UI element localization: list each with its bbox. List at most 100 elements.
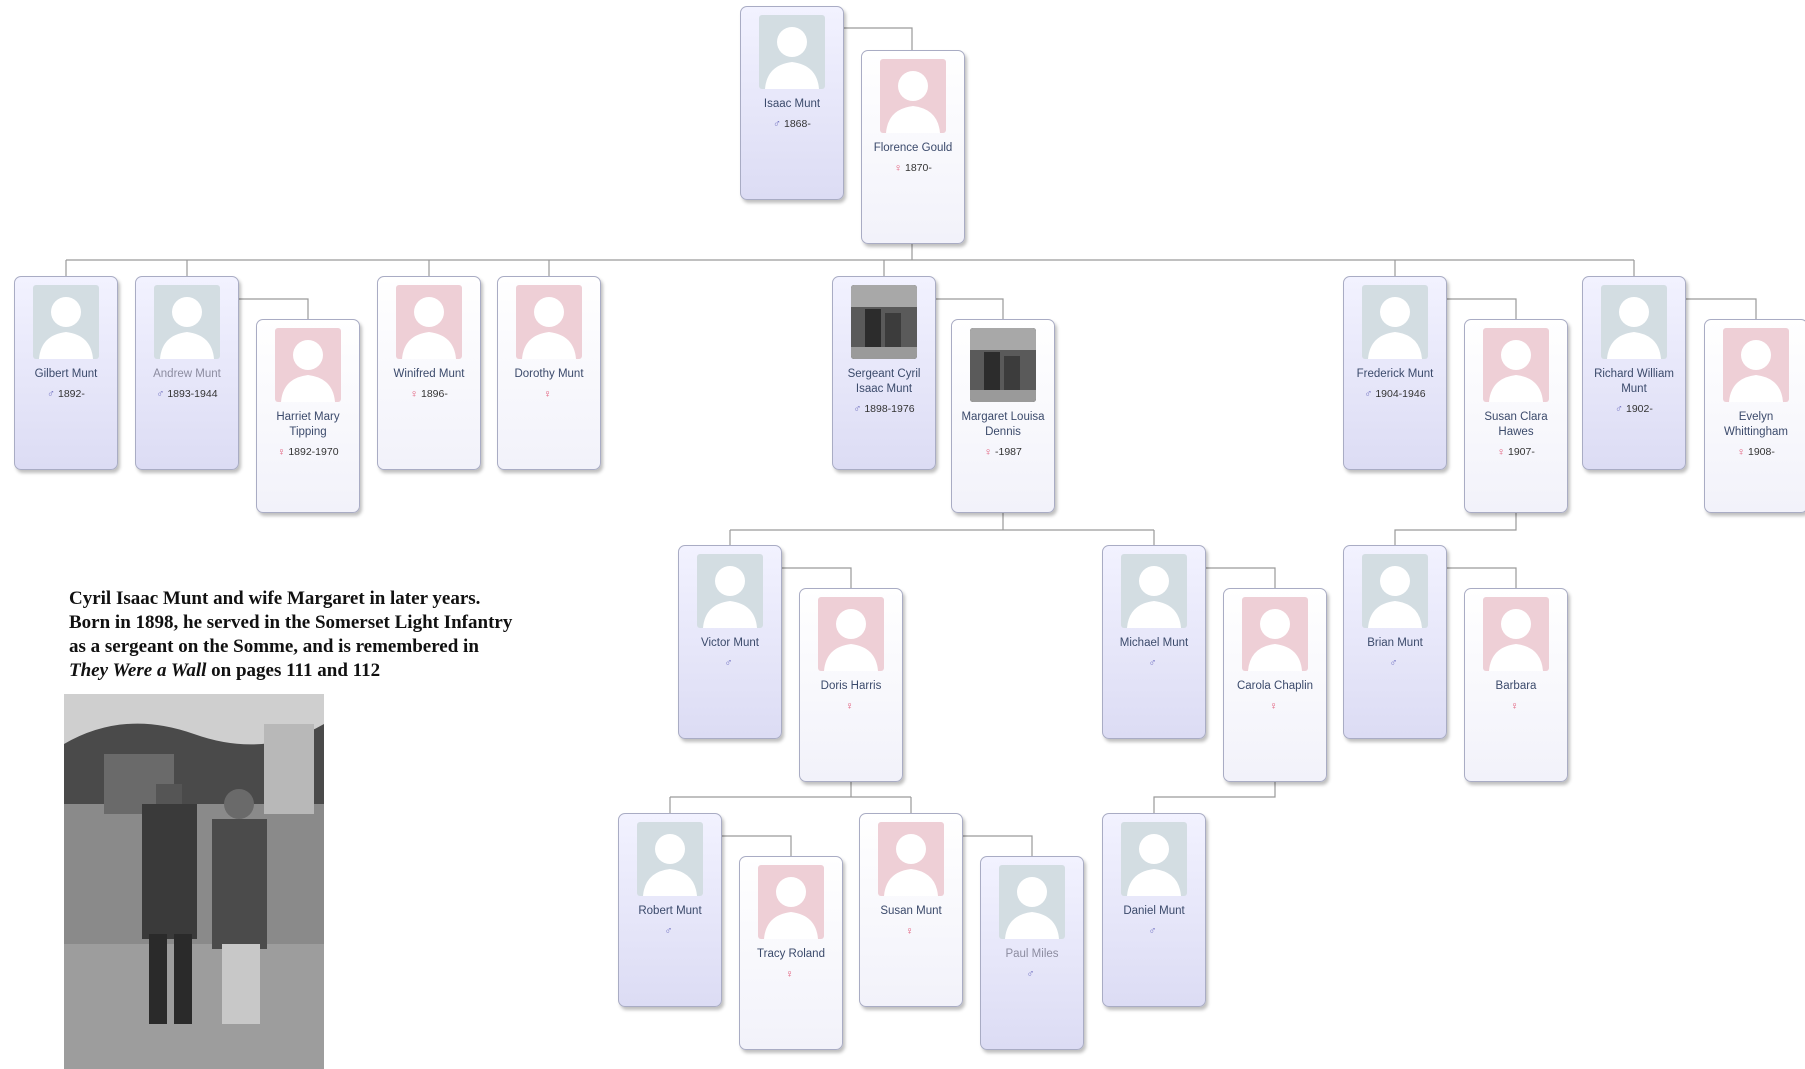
silhouette-icon — [1362, 285, 1428, 359]
person-photo — [851, 285, 917, 359]
person-card-barbara[interactable]: Barbara♀ — [1464, 588, 1568, 782]
male-symbol-icon: ♂ — [1148, 657, 1157, 669]
male-symbol-icon: ♂ — [1026, 968, 1035, 980]
person-name: Robert Munt — [638, 905, 702, 917]
person-dates: ♀ — [860, 925, 962, 937]
person-card-carola[interactable]: Carola Chaplin ♀ — [1223, 588, 1327, 782]
life-dates: 1898-1976 — [864, 403, 915, 415]
person-name: Sergeant Cyril Isaac Munt — [847, 368, 921, 395]
person-card-tracy[interactable]: Tracy Roland♀ — [739, 856, 843, 1050]
person-dates: ♀1870- — [862, 162, 964, 174]
person-name: Evelyn Whittingham — [1724, 411, 1788, 438]
person-name: Richard William Munt — [1594, 368, 1674, 395]
male-symbol-icon: ♂ — [1364, 388, 1373, 400]
silhouette-icon — [999, 865, 1065, 939]
person-card-andrew[interactable]: Andrew Munt♂1893-1944 — [135, 276, 239, 470]
couple-photo — [64, 694, 324, 1069]
female-symbol-icon: ♀ — [1737, 446, 1745, 458]
silhouette-icon — [1121, 554, 1187, 628]
person-name: Victor Munt — [701, 637, 759, 649]
person-dates: ♂1898-1976 — [833, 403, 935, 415]
person-photo — [970, 328, 1036, 402]
person-name: Dorothy Munt — [514, 368, 584, 380]
caption-line-2: Born in 1898, he served in the Somerset … — [69, 612, 513, 633]
person-name: Brian Munt — [1367, 637, 1423, 649]
person-card-susan[interactable]: Susan Munt♀ — [859, 813, 963, 1007]
person-card-robert[interactable]: Robert Munt ♂ — [618, 813, 722, 1007]
person-card-brian[interactable]: Brian Munt ♂ — [1343, 545, 1447, 739]
person-dates: ♀ — [740, 968, 842, 980]
female-symbol-icon: ♀ — [785, 968, 794, 980]
life-dates: 1893-1944 — [167, 388, 218, 400]
silhouette-icon — [880, 59, 946, 133]
person-card-cyril[interactable]: Sergeant Cyril Isaac Munt ♂1898-1976 — [832, 276, 936, 470]
female-symbol-icon: ♀ — [410, 388, 418, 400]
person-name: Harriet Mary Tipping — [276, 411, 340, 438]
person-card-paul[interactable]: Paul Miles♂ — [980, 856, 1084, 1050]
silhouette-icon — [818, 597, 884, 671]
person-card-isaac[interactable]: Isaac Munt♂1868- — [740, 6, 844, 200]
person-name: Carola Chaplin — [1236, 680, 1314, 692]
life-dates: -1987 — [995, 446, 1022, 458]
person-name: Daniel Munt — [1123, 905, 1185, 917]
life-dates: 1902- — [1626, 403, 1653, 415]
person-dates: ♀1892-1970 — [257, 446, 359, 458]
person-card-evelyn[interactable]: Evelyn Whittingham♀1908- — [1704, 319, 1805, 513]
person-card-daniel[interactable]: Daniel Munt ♂ — [1102, 813, 1206, 1007]
life-dates: 1907- — [1508, 446, 1535, 458]
life-dates: 1892- — [58, 388, 85, 400]
person-card-victor[interactable]: Victor Munt♂ — [678, 545, 782, 739]
photo-caption: Cyril Isaac Munt and wife Margaret in la… — [69, 587, 629, 683]
person-name: Frederick Munt — [1356, 368, 1434, 380]
person-card-dorothy[interactable]: Dorothy Munt ♀ — [497, 276, 601, 470]
life-dates: 1904-1946 — [1375, 388, 1426, 400]
silhouette-icon — [759, 15, 825, 89]
person-name: Susan Clara Hawes — [1484, 411, 1548, 438]
person-card-doris[interactable]: Doris Harris♀ — [799, 588, 903, 782]
silhouette-icon — [1121, 822, 1187, 896]
caption-line-1: Cyril Isaac Munt and wife Margaret in la… — [69, 588, 481, 609]
caption-line-4: They Were a Wall on pages 111 and 112 — [69, 659, 629, 683]
person-card-florence[interactable]: Florence Gould♀1870- — [861, 50, 965, 244]
male-symbol-icon: ♂ — [1148, 925, 1157, 937]
silhouette-icon — [697, 554, 763, 628]
person-name: Margaret Louisa Dennis — [961, 411, 1045, 438]
silhouette-icon — [637, 822, 703, 896]
male-symbol-icon: ♂ — [47, 388, 55, 400]
person-dates: ♀ — [498, 388, 600, 400]
female-symbol-icon: ♀ — [1497, 446, 1505, 458]
silhouette-icon — [1601, 285, 1667, 359]
person-dates: ♂ — [1103, 925, 1205, 937]
person-dates: ♀1896- — [378, 388, 480, 400]
person-card-michael[interactable]: Michael Munt ♂ — [1102, 545, 1206, 739]
person-card-harriet[interactable]: Harriet Mary Tipping ♀1892-1970 — [256, 319, 360, 513]
person-card-gilbert[interactable]: Gilbert Munt♂1892- — [14, 276, 118, 470]
person-dates: ♂1893-1944 — [136, 388, 238, 400]
female-symbol-icon: ♀ — [543, 388, 552, 400]
person-dates: ♀ — [1224, 700, 1326, 712]
male-symbol-icon: ♂ — [664, 925, 673, 937]
person-dates: ♂ — [619, 925, 721, 937]
life-dates: 1870- — [905, 162, 932, 174]
person-dates: ♂ — [1344, 657, 1446, 669]
silhouette-icon — [878, 822, 944, 896]
female-symbol-icon: ♀ — [845, 700, 854, 712]
person-card-margaret[interactable]: Margaret Louisa Dennis ♀-1987 — [951, 319, 1055, 513]
person-dates: ♀ — [1465, 700, 1567, 712]
silhouette-icon — [1483, 328, 1549, 402]
person-card-winifred[interactable]: Winifred Munt♀1896- — [377, 276, 481, 470]
person-card-frederick[interactable]: Frederick Munt ♂1904-1946 — [1343, 276, 1447, 470]
person-name: Michael Munt — [1119, 637, 1189, 649]
person-dates: ♂ — [981, 968, 1083, 980]
person-card-susanclara[interactable]: Susan Clara Hawes ♀1907- — [1464, 319, 1568, 513]
person-dates: ♂ — [1103, 657, 1205, 669]
male-symbol-icon: ♂ — [1615, 403, 1623, 415]
person-dates: ♀-1987 — [952, 446, 1054, 458]
silhouette-icon — [1483, 597, 1549, 671]
silhouette-icon — [1362, 554, 1428, 628]
silhouette-icon — [1242, 597, 1308, 671]
person-card-richard[interactable]: Richard William Munt ♂1902- — [1582, 276, 1686, 470]
female-symbol-icon: ♀ — [277, 446, 286, 458]
